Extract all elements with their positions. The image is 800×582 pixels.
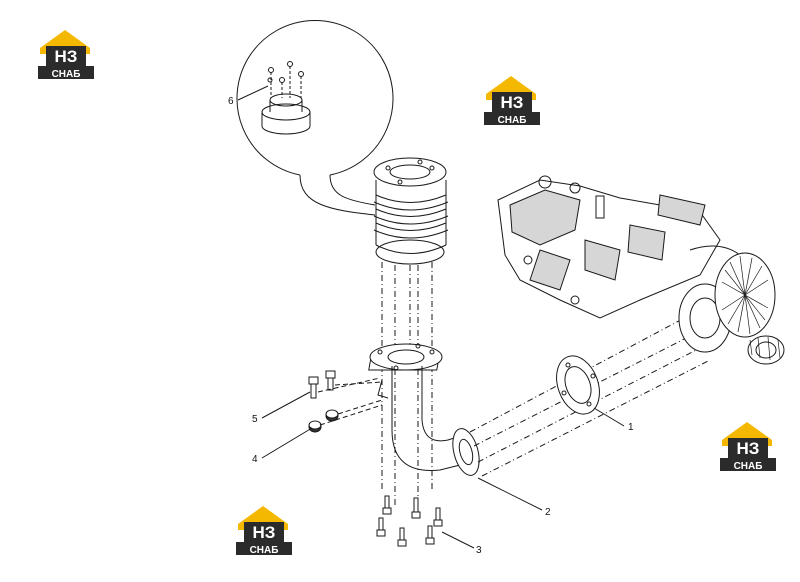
turbocharger (678, 252, 785, 365)
detail-nut (268, 67, 274, 73)
bolt-3a (376, 517, 386, 537)
watermark-logo-top-center: НЗ СНАБ (480, 72, 542, 126)
callout-2: 2 (545, 507, 551, 518)
watermark-logo-top-left: НЗ СНАБ (34, 26, 96, 80)
logo-bottom-text: СНАБ (498, 115, 527, 126)
bolt-3f (433, 507, 443, 527)
detail-nut (279, 77, 285, 83)
watermark-logo-right: НЗ СНАБ (716, 418, 778, 472)
horizontal-alignment (469, 314, 711, 477)
logo-bottom-text: СНАБ (52, 69, 81, 80)
detail-circle (236, 20, 394, 216)
callout-1: 1 (628, 422, 634, 433)
engine-manifold (497, 175, 741, 319)
watermark-logo-bottom-left: НЗ СНАБ (232, 502, 294, 556)
logo-top-text: НЗ (501, 93, 524, 112)
leader-lines (237, 85, 625, 549)
callout-3: 3 (476, 545, 482, 556)
logo-top-text: НЗ (737, 439, 760, 458)
flange-gasket (556, 355, 600, 415)
bellows-joint (373, 157, 449, 265)
logo-top-text: НЗ (55, 47, 78, 66)
nut-4a (308, 420, 322, 433)
detail-nut (287, 61, 293, 67)
bolt-3d (411, 497, 421, 519)
callout-4: 4 (252, 454, 258, 465)
logo-top-text: НЗ (253, 523, 276, 542)
callout-5: 5 (252, 414, 258, 425)
bolt-3b (382, 495, 392, 515)
logo-bottom-text: СНАБ (734, 461, 763, 472)
bolt-5a (308, 376, 319, 399)
bolt-3c (397, 527, 407, 547)
alignment-lines (381, 262, 433, 505)
elbow-pipe (368, 343, 480, 476)
logo-bottom-text: СНАБ (250, 545, 279, 556)
bolt-3e (425, 525, 435, 545)
callout-6: 6 (228, 96, 234, 107)
detail-nut (298, 71, 304, 77)
bolt-5b (325, 370, 336, 391)
